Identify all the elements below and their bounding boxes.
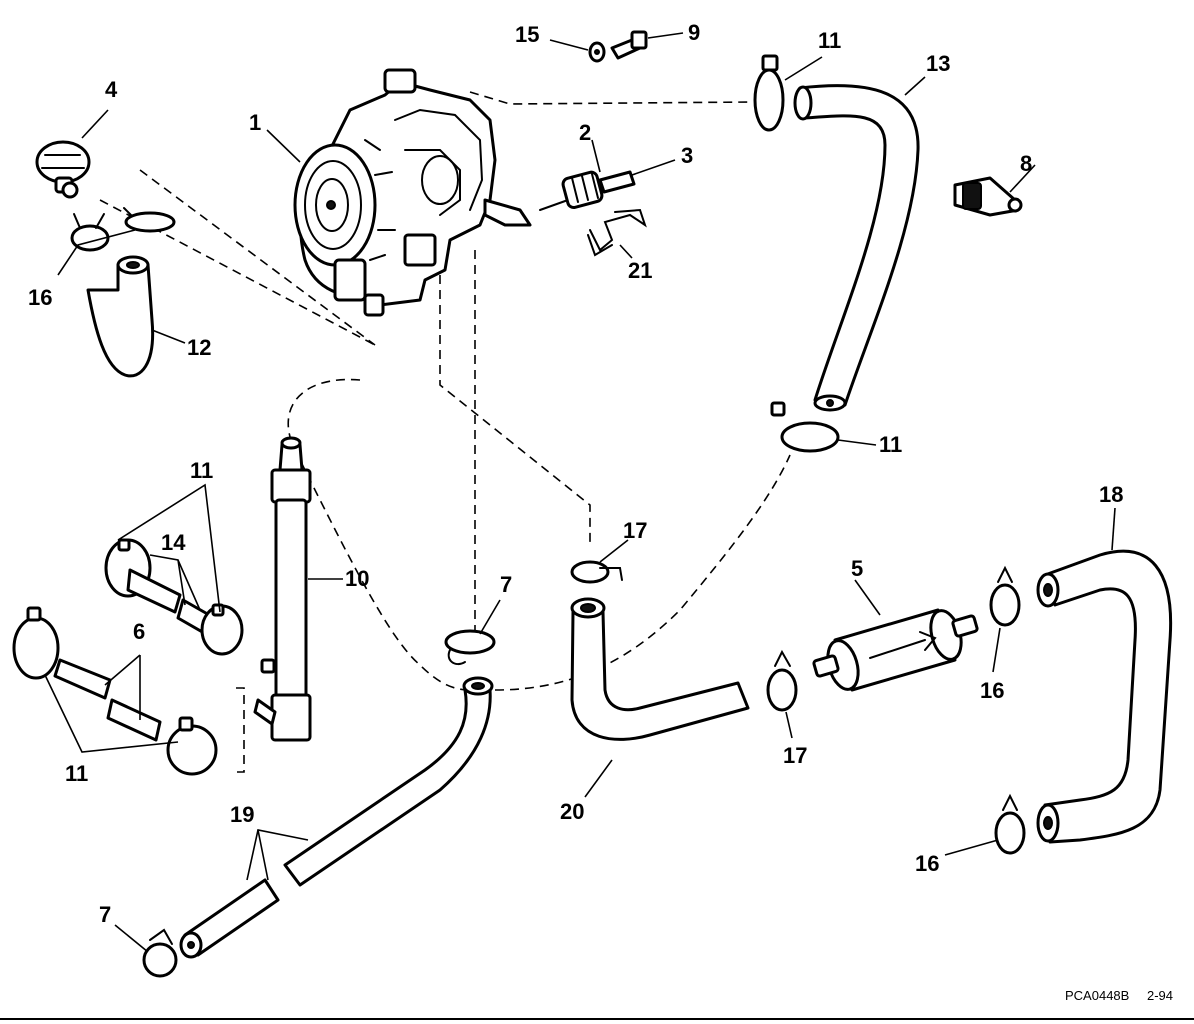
callout-3: 3	[681, 143, 693, 168]
callout-17-lower: 17	[783, 743, 807, 768]
pressure-switch	[35, 140, 91, 199]
drawing-code: PCA0448B	[1065, 988, 1129, 1003]
callout-16-left: 16	[28, 285, 52, 310]
callout-20: 20	[560, 799, 584, 824]
callout-12: 12	[187, 335, 211, 360]
hose-20	[570, 597, 750, 741]
callout-1: 1	[249, 110, 261, 135]
callout-7-upper: 7	[500, 572, 512, 597]
callout-6: 6	[133, 619, 145, 644]
callout-14: 14	[161, 530, 186, 555]
fuel-filter	[812, 608, 979, 692]
drawing-date: 2-94	[1147, 988, 1173, 1003]
fuel-pump	[293, 68, 532, 317]
callout-17-upper: 17	[623, 518, 647, 543]
callout-11-top: 11	[818, 28, 841, 53]
callout-4: 4	[105, 77, 118, 102]
tube-set-6	[12, 606, 218, 776]
callout-9: 9	[688, 20, 700, 45]
clamps-16-right	[989, 565, 1026, 855]
callout-15: 15	[515, 22, 539, 47]
callout-labels: 1 2 3 4 5 6 7 7 8 9 10 11 11 11 11 12 13…	[28, 20, 1123, 927]
wire-clip	[587, 208, 647, 257]
callout-16-right: 16	[980, 678, 1004, 703]
callout-11-mid: 11	[190, 458, 213, 483]
tube-set-14	[104, 538, 244, 656]
clamps-upper-left	[70, 207, 176, 252]
callout-18: 18	[1099, 482, 1123, 507]
connector-8	[953, 176, 1023, 217]
clamps-17	[570, 560, 798, 712]
callout-11-right: 11	[879, 432, 902, 457]
callout-2: 2	[579, 120, 591, 145]
hoses-19	[179, 676, 494, 959]
callout-16-bottom: 16	[915, 851, 939, 876]
fuel-line-assembly-10	[253, 436, 312, 742]
elbow-hose-12	[86, 255, 155, 378]
hose-13	[793, 84, 920, 412]
callout-5: 5	[851, 556, 863, 581]
callout-13: 13	[926, 51, 950, 76]
callout-21: 21	[628, 258, 652, 283]
hose-18	[1036, 549, 1173, 844]
primer-fitting	[539, 170, 636, 211]
callout-19: 19	[230, 802, 254, 827]
leader-lines	[44, 32, 1116, 953]
clamps-7	[142, 629, 496, 978]
footer: PCA0448B 2-94	[0, 988, 1194, 1020]
callout-8: 8	[1020, 151, 1032, 176]
callout-7-lower: 7	[99, 902, 111, 927]
clamps-hose-13	[753, 54, 840, 453]
washer-and-screw	[588, 30, 648, 63]
callout-11-bottom: 11	[65, 761, 88, 786]
callout-10: 10	[345, 566, 369, 591]
